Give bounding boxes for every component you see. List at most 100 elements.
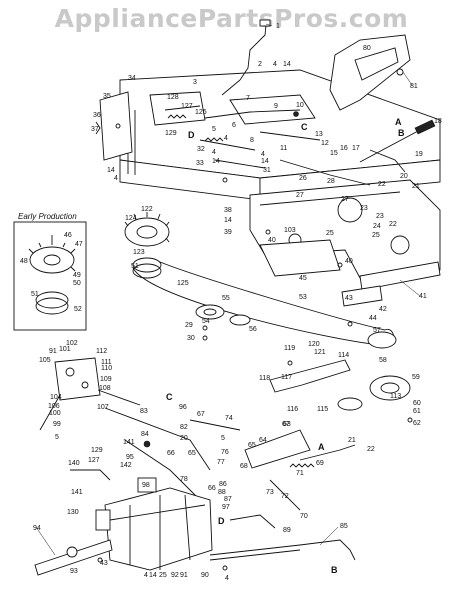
brake-bracket (39, 357, 141, 431)
part-number-label: 30 (187, 335, 195, 342)
part-number-label: 57 (373, 327, 381, 334)
part-number-label: 39 (224, 229, 232, 236)
part-number-label: 129 (165, 130, 177, 137)
part-number-label: 40 (345, 258, 353, 265)
part-number-label: 91 (180, 572, 188, 579)
part-number-label: 78 (180, 476, 188, 483)
part-number-label: 38 (224, 207, 232, 214)
rod-89 (229, 514, 276, 529)
part-number-label: 43 (100, 560, 108, 567)
part-number-label: 119 (284, 345, 295, 352)
shift-lever (359, 119, 436, 173)
part-number-label: 106 (48, 403, 60, 410)
part-number-label: 4 (261, 151, 265, 158)
part-number-label: 12 (321, 140, 329, 147)
part-number-label: 5 (55, 434, 59, 441)
brake-rods (70, 407, 241, 501)
part-number-label: 6 (232, 122, 236, 129)
callout-letter: B (331, 565, 338, 575)
springs (167, 114, 315, 468)
part-number-label: 10 (296, 102, 304, 109)
leader-lines (35, 23, 421, 556)
part-number-label: 31 (263, 167, 271, 174)
part-number-label: 100 (49, 410, 61, 417)
engine-pulley (132, 257, 162, 279)
part-number-label: 55 (222, 295, 230, 302)
part-number-label: 22 (378, 181, 386, 188)
part-number-label: 113 (390, 393, 401, 400)
fan-pulley (124, 212, 170, 247)
part-number-label: 102 (66, 340, 78, 347)
callout-letter: B (398, 128, 405, 138)
part-number-label: 97 (222, 504, 230, 511)
part-number-label: 86 (219, 481, 227, 488)
part-number-label: 142 (120, 462, 132, 469)
part-number-label: 128 (167, 94, 179, 101)
part-number-label: 32 (197, 146, 205, 153)
part-number-label: 26 (299, 175, 307, 182)
part-number-label: 33 (196, 160, 204, 167)
part-number-label: 85 (340, 523, 348, 530)
part-number-label: 15 (330, 150, 338, 157)
part-number-label: 64 (259, 437, 267, 444)
linkage-rods (164, 105, 371, 186)
part-number-label: 4 (114, 175, 118, 182)
part-number-label: 117 (281, 374, 292, 381)
part-number-label: 124 (125, 215, 137, 222)
part-number-label: 4 (144, 572, 148, 579)
part-number-label: 70 (300, 513, 308, 520)
part-number-label: 65 (188, 450, 196, 457)
part-number-label: 62 (413, 420, 421, 427)
part-number-label: 53 (299, 294, 307, 301)
part-number-label: 60 (413, 400, 421, 407)
part-number-label: 73 (266, 489, 274, 496)
part-number-label: 21 (348, 437, 356, 444)
part-number-label: 54 (202, 318, 210, 325)
callout-letter: A (395, 117, 402, 127)
part-number-label: 28 (327, 178, 335, 185)
part-number-label: 83 (140, 408, 148, 415)
part-number-label: 89 (283, 527, 291, 534)
part-number-label: 18 (434, 118, 442, 125)
part-number-label: 4 (225, 575, 229, 582)
part-number-label: 141 (123, 439, 135, 446)
part-number-label: 82 (180, 424, 188, 431)
part-number-label: 5 (221, 435, 225, 442)
callout-letter: A (318, 442, 325, 452)
transaxle (95, 477, 213, 571)
part-number-label: 42 (379, 306, 387, 313)
part-number-label: 49 (73, 272, 81, 279)
part-number-label: 5 (212, 126, 216, 133)
pedal-linkage (244, 429, 356, 511)
part-number-label: 45 (299, 275, 307, 282)
part-number-label: 67 (197, 411, 205, 418)
part-number-label: 67 (282, 421, 290, 428)
part-number-label: 36 (93, 112, 101, 119)
part-number-label: 76 (221, 449, 229, 456)
part-number-label: 47 (75, 241, 83, 248)
part-number-label: 114 (338, 352, 349, 359)
part-number-label: 61 (413, 408, 421, 415)
part-number-label: 13 (315, 131, 323, 138)
part-number-label: 29 (185, 322, 193, 329)
part-number-label: 121 (314, 349, 326, 356)
part-number-label: 80 (363, 45, 371, 52)
part-number-label: 101 (59, 346, 71, 353)
part-number-label: 8 (250, 137, 254, 144)
callout-letter: D (218, 516, 225, 526)
side-bracket (95, 91, 133, 161)
part-number-label: 91 (49, 348, 57, 355)
part-number-label: 16 (340, 145, 348, 152)
part-number-label: 19 (415, 151, 423, 158)
mounting-plate (259, 239, 341, 277)
part-number-label: 35 (103, 93, 111, 100)
part-number-label: 115 (317, 406, 328, 413)
part-number-label: 3 (193, 79, 197, 86)
part-number-label: 9 (274, 103, 278, 110)
part-number-label: 41 (419, 293, 427, 300)
part-number-label: 120 (308, 341, 320, 348)
part-number-label: 52 (74, 306, 82, 313)
part-number-label: 43 (345, 295, 353, 302)
idler-pulley (195, 304, 251, 326)
